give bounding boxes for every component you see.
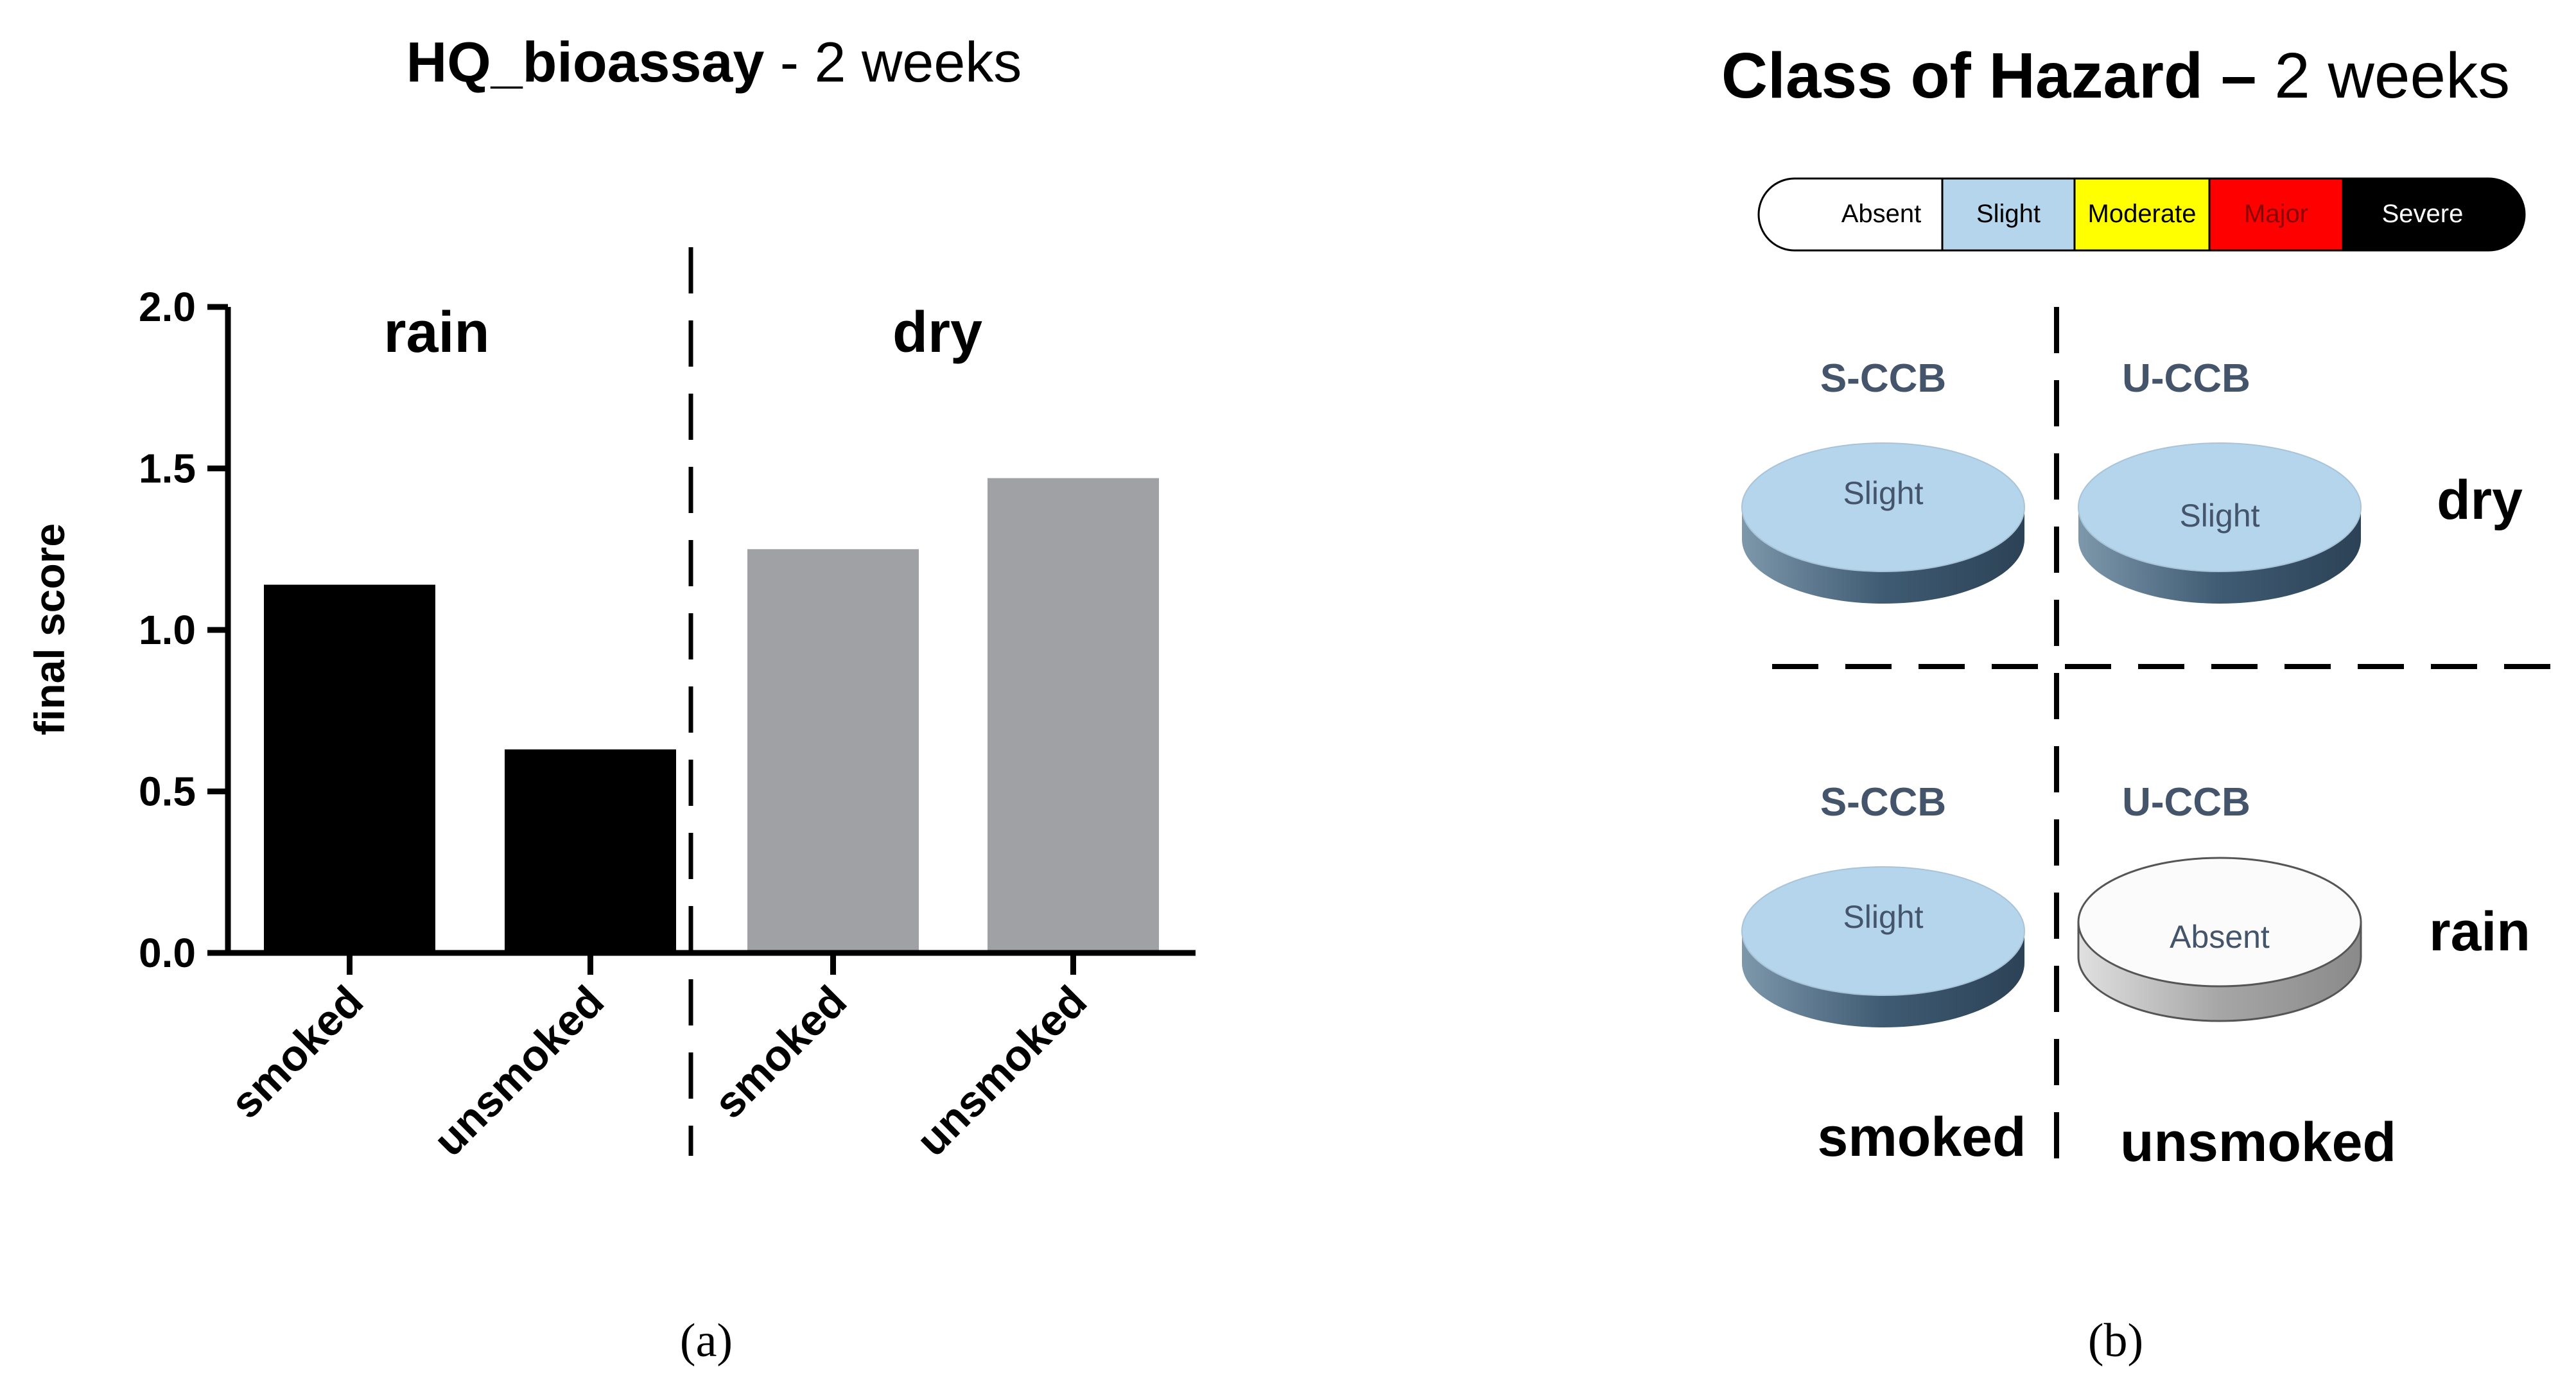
bars xyxy=(264,478,1159,953)
bar-unsmoked xyxy=(988,478,1159,953)
legend-major-label: Major xyxy=(2244,200,2308,228)
y-tick-label: 2.0 xyxy=(139,284,196,330)
legend-absent-swatch xyxy=(1757,177,1944,252)
cell-value: Slight xyxy=(2179,498,2259,534)
legend-major-swatch xyxy=(2208,177,2344,252)
legend-severe-label: Severe xyxy=(2382,200,2464,228)
col-label-smoked: smoked xyxy=(1817,1106,2026,1168)
x-tick-label: unsmoked xyxy=(907,977,1096,1165)
disc-top xyxy=(1741,442,2025,572)
x-tick-label: unsmoked xyxy=(424,977,613,1165)
hazard-legend: Absent Slight Moderate Major Severe xyxy=(1757,177,2526,252)
cell-value: Absent xyxy=(2170,919,2270,955)
bar-chart-panel: HQ_bioassay - 2 weeks final score 0.0 0.5… xyxy=(26,30,1196,1367)
hazard-class-panel: Class of Hazard – 2 weeks Absent Slight … xyxy=(1721,40,2559,1367)
row-label-rain: rain xyxy=(2429,901,2530,963)
panel-label-b: (b) xyxy=(2088,1314,2143,1367)
bar-smoked xyxy=(264,584,435,953)
cell-header: S-CCB xyxy=(1820,356,1946,401)
group-label-rain: rain xyxy=(383,301,489,365)
y-axis-ticks: 0.0 0.5 1.0 1.5 2.0 xyxy=(139,284,228,976)
disc-top xyxy=(2077,857,2362,988)
y-tick-label: 0.0 xyxy=(139,930,196,976)
x-tick-label: smoked xyxy=(222,977,372,1128)
chart-title: HQ_bioassay - 2 weeks xyxy=(406,30,1022,94)
chart-title-rest: - 2 weeks xyxy=(764,30,1022,94)
legend-severe-swatch xyxy=(2342,177,2526,252)
legend-slight-label: Slight xyxy=(1976,200,2041,228)
cell-rain-unsmoked: U-CCB Absent xyxy=(2077,780,2362,1022)
cell-value: Slight xyxy=(1843,475,1923,511)
y-tick-label: 1.5 xyxy=(139,446,196,492)
cell-rain-smoked: S-CCB Slight xyxy=(1741,780,2025,1027)
legend-absent-label: Absent xyxy=(1841,200,1922,228)
x-axis-ticks: smoked unsmoked smoked unsmoked xyxy=(222,953,1096,1165)
bar-smoked xyxy=(747,549,919,953)
x-tick-label: smoked xyxy=(705,977,856,1128)
cell-dry-unsmoked: U-CCB Slight xyxy=(2078,356,2362,604)
cell-dry-smoked: S-CCB Slight xyxy=(1741,356,2025,604)
chart-title-bold: HQ_bioassay xyxy=(406,30,765,94)
cell-header: U-CCB xyxy=(2122,356,2250,401)
y-tick-label: 1.0 xyxy=(139,607,196,653)
cell-header: S-CCB xyxy=(1820,780,1946,824)
cell-value: Slight xyxy=(1843,899,1923,935)
cell-header: U-CCB xyxy=(2122,780,2250,824)
row-label-dry: dry xyxy=(2437,469,2523,531)
panel-label-a: (a) xyxy=(680,1314,733,1367)
legend-moderate-swatch xyxy=(2073,177,2211,252)
hazard-title-bold: Class of Hazard – xyxy=(1721,40,2257,112)
disc-top xyxy=(2078,442,2362,572)
legend-moderate-label: Moderate xyxy=(2088,200,2197,228)
disc-top xyxy=(1741,866,2025,996)
bar-unsmoked xyxy=(505,749,676,953)
hazard-title-rest: 2 weeks xyxy=(2257,40,2511,112)
y-axis-label: final score xyxy=(26,523,73,735)
group-label-dry: dry xyxy=(892,301,982,365)
hazard-title: Class of Hazard – 2 weeks xyxy=(1721,40,2510,112)
col-label-unsmoked: unsmoked xyxy=(2120,1112,2396,1173)
y-tick-label: 0.5 xyxy=(139,769,196,815)
